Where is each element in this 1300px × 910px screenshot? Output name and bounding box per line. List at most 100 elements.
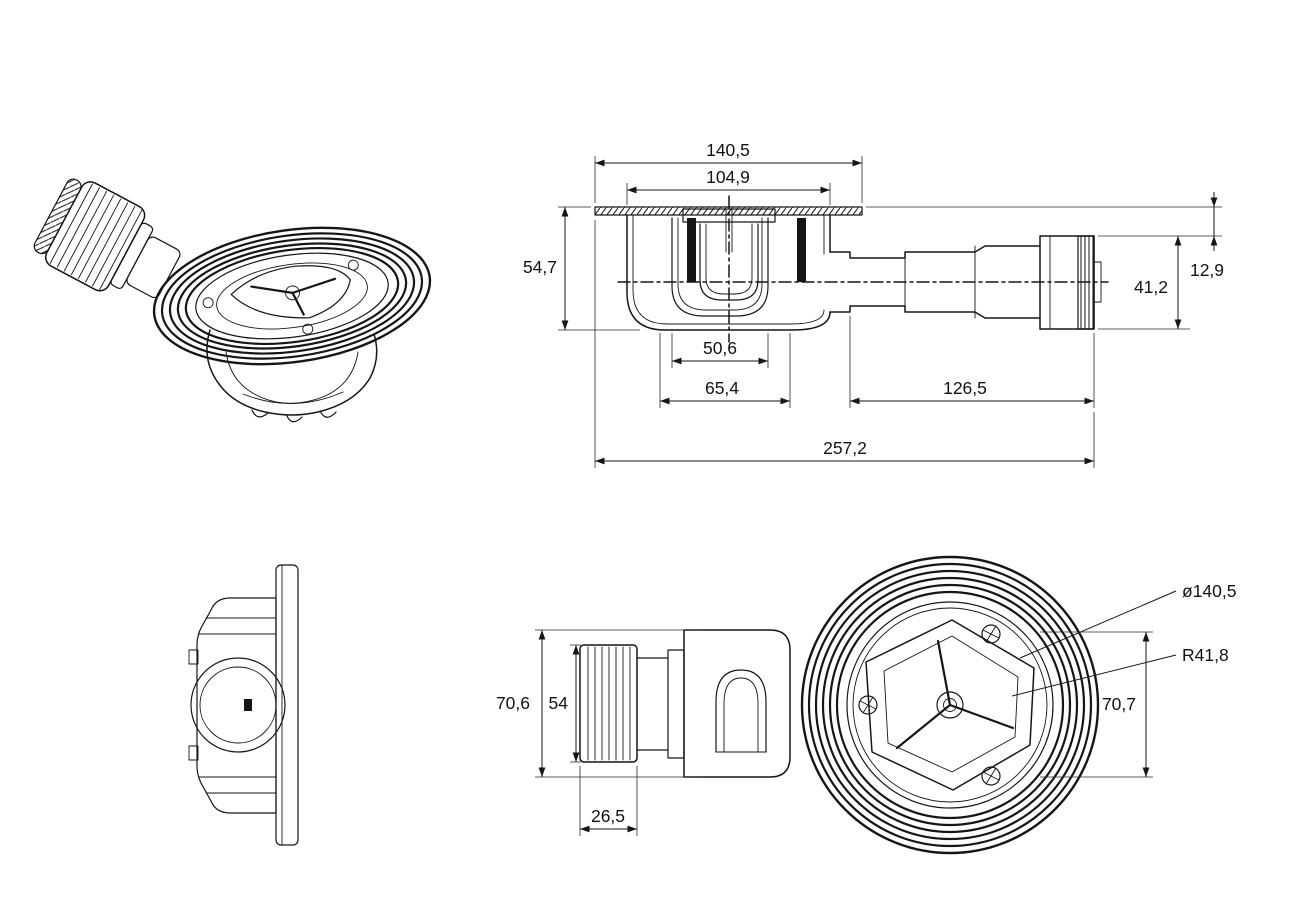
extension-line bbox=[866, 206, 1222, 237]
dim-profile-overall-height-label: 70,6 bbox=[496, 693, 530, 713]
top-plan-view: ø140,5 R41,8 70,7 bbox=[800, 555, 1236, 855]
plan-screw bbox=[858, 695, 878, 715]
section-body-outer bbox=[626, 214, 831, 331]
rear-mount-nub bbox=[188, 649, 199, 665]
iso-outlet-nut bbox=[33, 178, 181, 299]
plan-flange-edge bbox=[846, 601, 1054, 809]
iso-screw bbox=[202, 297, 214, 309]
plan-flange-inner-edge bbox=[852, 607, 1048, 803]
dim-outlet-length: 126,5 bbox=[849, 316, 1095, 408]
profile-collar bbox=[667, 649, 685, 759]
plan-gasket-ring bbox=[807, 562, 1093, 848]
dim-flange-width: 140,5 bbox=[594, 140, 863, 203]
dim-profile-overall-height: 70,6 bbox=[496, 629, 700, 778]
profile-trap-arch-inner bbox=[715, 677, 767, 753]
plan-gasket-ring bbox=[814, 569, 1086, 841]
dim-body-width: 104,9 bbox=[626, 167, 831, 205]
dim-flange-diameter-label: ø140,5 bbox=[1182, 581, 1236, 601]
plan-cover-inner bbox=[883, 635, 1019, 773]
extension-line bbox=[659, 333, 791, 408]
iso-nut-end-ring bbox=[33, 178, 82, 255]
plan-screw bbox=[981, 624, 1001, 644]
iso-cover bbox=[230, 265, 351, 319]
plan-cover-outer bbox=[865, 619, 1035, 791]
dim-profile-nut-length-label: 26,5 bbox=[591, 806, 625, 826]
iso-flange-rings bbox=[152, 226, 432, 366]
side-profile-geometry bbox=[579, 629, 791, 778]
section-outlet-pipe-top bbox=[829, 245, 1041, 259]
dim-flange-to-outlet-top: 12,9 bbox=[866, 192, 1224, 280]
section-outlet-stub bbox=[1093, 261, 1102, 303]
iso-body bbox=[206, 329, 378, 423]
section-body-inner bbox=[632, 214, 825, 325]
dim-profile-nut-length: 26,5 bbox=[579, 766, 638, 836]
dim-sump-inner-width: 50,6 bbox=[671, 333, 769, 368]
dim-overall-height-label: 54,7 bbox=[523, 257, 557, 277]
side-profile-dimensions: 70,6 54 26,5 bbox=[496, 629, 700, 836]
plan-screw-cross bbox=[982, 767, 1000, 785]
rear-outlet-circle-outer bbox=[190, 657, 286, 753]
dim-flange-diameter: ø140,5 bbox=[1019, 581, 1236, 659]
dim-flange-width-label: 140,5 bbox=[706, 140, 750, 160]
rear-body-outline bbox=[196, 597, 277, 814]
plan-gasket-ring bbox=[835, 590, 1065, 820]
profile-trap-arch-outer bbox=[715, 669, 767, 753]
plan-screw bbox=[981, 766, 1001, 786]
dim-sump-outer-width-label: 65,4 bbox=[705, 378, 739, 398]
dim-cover-radius-label: R41,8 bbox=[1182, 645, 1229, 665]
plan-screw-cross bbox=[859, 696, 877, 714]
extension-line bbox=[579, 766, 638, 836]
rear-outlet-circle-inner bbox=[199, 666, 277, 744]
section-seal-right bbox=[797, 218, 806, 282]
dim-sump-inner-width-label: 50,6 bbox=[703, 338, 737, 358]
leader-line bbox=[1019, 590, 1177, 659]
plan-gasket-ring bbox=[821, 576, 1079, 834]
top-plan-dimensions: ø140,5 R41,8 70,7 bbox=[1011, 581, 1236, 778]
iso-flange-face bbox=[195, 252, 389, 340]
profile-nut bbox=[579, 644, 638, 763]
rear-flange-plate bbox=[275, 564, 299, 846]
dim-profile-nut-height-label: 54 bbox=[549, 693, 569, 713]
extension-line bbox=[535, 629, 700, 778]
dim-overall-height: 54,7 bbox=[523, 206, 640, 331]
section-cup-outer bbox=[671, 217, 769, 317]
iso-body-bowl-inner bbox=[225, 351, 359, 404]
rear-mount-nub bbox=[188, 745, 199, 761]
iso-nut-pipe bbox=[126, 236, 181, 299]
dim-overall-length-label: 257,2 bbox=[823, 438, 867, 458]
side-section-geometry bbox=[594, 195, 1109, 343]
plan-gasket-ring bbox=[828, 583, 1072, 827]
rear-outlet-keyway bbox=[244, 699, 252, 711]
isometric-view bbox=[33, 178, 432, 423]
iso-gasket-ring bbox=[184, 246, 400, 346]
iso-gasket-ring bbox=[152, 226, 432, 366]
dim-cover-height: 70,7 bbox=[1040, 631, 1153, 778]
section-outlet-pipe-bottom bbox=[829, 305, 1041, 319]
extension-line bbox=[849, 316, 1095, 408]
rear-side-view bbox=[188, 564, 299, 846]
iso-gasket-ring bbox=[176, 242, 408, 350]
dim-cover-height-label: 70,7 bbox=[1102, 694, 1136, 714]
side-profile-view: 70,6 54 26,5 bbox=[496, 629, 791, 836]
iso-nut-collar bbox=[110, 222, 154, 289]
iso-gasket-ring bbox=[168, 237, 416, 355]
dim-outlet-length-label: 126,5 bbox=[943, 378, 987, 398]
iso-cover-spokes bbox=[250, 277, 337, 316]
dim-profile-nut-height: 54 bbox=[549, 644, 581, 763]
section-seal-left bbox=[687, 218, 696, 282]
profile-nut-ribs bbox=[587, 646, 631, 761]
side-section-view: 140,5 104,9 54,7 12,9 bbox=[523, 140, 1224, 468]
rear-body-steps bbox=[198, 617, 277, 794]
dim-overall-length: 257,2 bbox=[594, 220, 1095, 468]
iso-flange-inner-edge bbox=[216, 262, 368, 330]
plan-gasket-ring bbox=[800, 555, 1100, 855]
iso-cover-hub bbox=[285, 285, 301, 301]
plan-hub-outer bbox=[936, 691, 964, 719]
side-section-dimensions: 140,5 104,9 54,7 12,9 bbox=[523, 140, 1224, 468]
section-pipe-seams bbox=[904, 245, 976, 319]
dim-sump-outer-width: 65,4 bbox=[659, 333, 791, 408]
plan-screw-cross bbox=[982, 625, 1000, 643]
iso-body-cap-line bbox=[242, 391, 344, 404]
